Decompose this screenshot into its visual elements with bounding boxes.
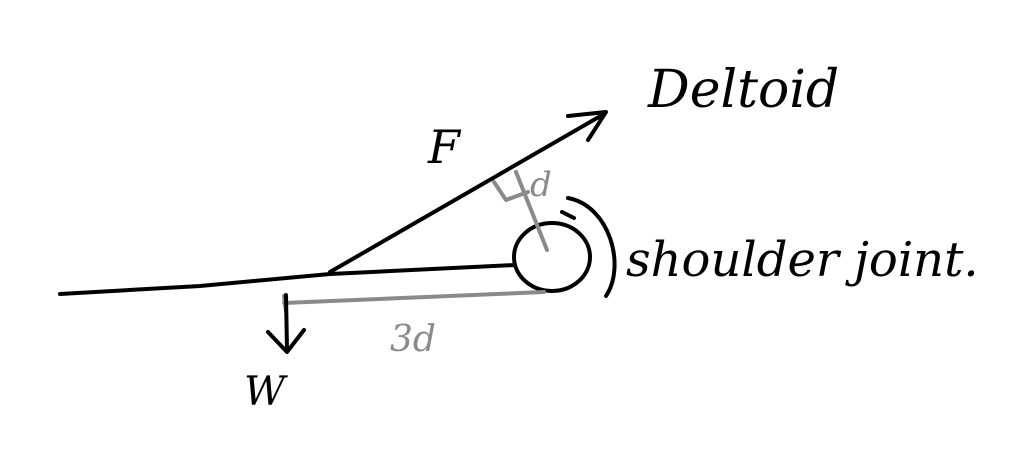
lever-distance-line bbox=[282, 290, 546, 305]
arm-line bbox=[58, 263, 517, 296]
moment-arc bbox=[566, 196, 617, 298]
weight-arrow-head bbox=[266, 328, 306, 354]
force-label: F bbox=[428, 120, 460, 174]
weight-label: W bbox=[244, 369, 286, 415]
shoulder-joint-circle bbox=[512, 221, 592, 293]
deltoid-label: Deltoid bbox=[648, 60, 840, 120]
perp-distance-line bbox=[514, 170, 549, 252]
weight-arrow-line bbox=[284, 293, 289, 352]
lever-distance-label: 3d bbox=[390, 319, 436, 360]
force-arrow-line bbox=[328, 112, 606, 274]
moment-arc-tick bbox=[560, 210, 576, 220]
force-arrow-head bbox=[566, 110, 608, 142]
perp-distance-label: d bbox=[530, 165, 552, 205]
right-angle-marker bbox=[492, 180, 530, 202]
shoulder-joint-label: shoulder joint. bbox=[626, 232, 979, 288]
